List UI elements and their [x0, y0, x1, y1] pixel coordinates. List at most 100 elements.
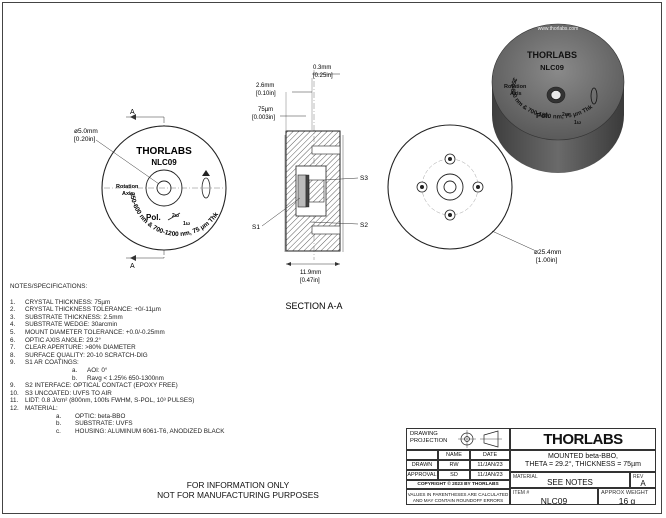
- back-screw-center-bottom: [448, 213, 452, 217]
- note-item: 5.MOUNT DIAMETER TOLERANCE: +0.0/-0.25mm: [10, 328, 165, 336]
- rev-label: REV: [633, 474, 644, 480]
- iso-rotation-label: Rotation: [504, 84, 527, 90]
- note-item: 8.SURFACE QUALITY: 20-10 SCRATCH-DIG: [10, 351, 148, 359]
- dim-119-mm: 11.9mm: [300, 270, 321, 276]
- dim-03-in: [0.25in]: [313, 73, 333, 79]
- dim-75-um: 75µm: [258, 107, 273, 113]
- front-brand-logo: THORLABS: [136, 146, 192, 157]
- rev-cell: REV A: [630, 472, 656, 488]
- section-title: SECTION A-A: [285, 301, 342, 311]
- col-name-header: NAME: [438, 450, 470, 460]
- dim-arrow-119-left: [286, 262, 291, 266]
- note-item: 3.SUBSTRATE THICKNESS: 2.5mm: [10, 313, 123, 321]
- note-subitem: a.OPTIC: beta-BBO: [56, 412, 126, 420]
- title-block: DRAWING PROJECTION THORLABS NAME DATE MO…: [406, 428, 656, 512]
- dim-75-in: [0.003in]: [252, 115, 275, 121]
- crystal-layer: [305, 174, 310, 208]
- note-item: 11.LIDT: 0.8 J/cm² (800nm, 100fs FWHM, S…: [10, 397, 195, 405]
- iso-pol-2w: 2ω: [562, 112, 570, 118]
- material-label: MATERIAL: [513, 474, 538, 480]
- values-note: VALUES IN PARENTHESES ARE CALCULATED AND…: [406, 489, 510, 505]
- iso-part-label: NLC09: [540, 63, 564, 72]
- values-note-line-2: AND MAY CONTAIN ROUNDOFF ERRORS: [412, 497, 504, 503]
- note-item: 10.S3 UNCOATED: UVFS TO AIR: [10, 389, 112, 397]
- dim-03-mm: 0.3mm: [313, 65, 331, 71]
- sheet-border: [2, 2, 662, 514]
- approval-name: SD: [438, 470, 470, 480]
- note-item: 1.CRYSTAL THICKNESS: 75µm: [10, 298, 111, 306]
- leader-s3: [323, 177, 359, 181]
- weight-value: 16 g: [618, 496, 636, 505]
- section-arrow-bottom: [130, 255, 136, 261]
- dim-119-in: [0.47in]: [300, 278, 320, 284]
- description-line-2: THETA = 29.2°, THICKNESS = 75µm: [525, 461, 641, 468]
- rotation-arrowhead-icon: [202, 170, 210, 176]
- back-screw-center-left: [420, 185, 424, 189]
- leader-s1: [261, 197, 301, 227]
- weight-label: APPROX WEIGHT: [601, 490, 649, 496]
- disclaimer: FOR INFORMATION ONLY NOT FOR MANUFACTURI…: [118, 480, 358, 500]
- iso-face: [491, 23, 625, 141]
- notes-header: NOTES/SPECIFICATIONS:: [10, 283, 88, 290]
- iso-url: www.thorlabs.com: [538, 26, 579, 32]
- retaining-ring: [308, 179, 325, 203]
- material-cell: MATERIAL SEE NOTES: [510, 472, 630, 488]
- note-item: 7.CLEAR APERTURE: >80% DIAMETER: [10, 344, 136, 352]
- front-pol-2w: 2ω: [172, 213, 180, 219]
- item-value: NLC09: [540, 496, 568, 505]
- copyright: COPYRIGHT © 2023 BY THORLABS: [406, 480, 510, 489]
- substrate-window: [297, 174, 307, 208]
- values-note-line-1: VALUES IN PARENTHESES ARE CALCULATED: [407, 492, 509, 497]
- note-subitem: a.AOI: 0°: [72, 366, 108, 374]
- back-diameter-in: [1.00in]: [536, 257, 558, 264]
- section-marker-top: A: [130, 109, 135, 116]
- item-label: ITEM #: [513, 490, 530, 496]
- iso-pol-1w: 1ω: [574, 120, 582, 126]
- back-diameter-mm: ø25.4mm: [534, 249, 561, 256]
- front-view: A A ø5.0mm [0.20in] THORLABS NLC09 Rotat…: [74, 109, 227, 270]
- back-aperture: [443, 180, 457, 194]
- note-subitem: b.SUBSTRATE: UVFS: [56, 420, 133, 428]
- note-item: 9.S1 AR COATINGS:: [10, 359, 79, 367]
- drawn-label: DRAWN: [406, 460, 438, 470]
- iso-pol-label: Pol.: [536, 111, 550, 120]
- screw-bottom: [311, 225, 341, 235]
- label-s2: S2: [360, 222, 368, 229]
- iso-view: www.thorlabs.com THORLABS NLC09 Rotation…: [491, 23, 625, 173]
- front-diameter-mm: ø5.0mm: [74, 128, 98, 135]
- note-subitem: c.HOUSING: ALUMINUM 6061-T6, ANODIZED BL…: [56, 427, 225, 435]
- item-cell: ITEM # NLC09: [510, 488, 598, 505]
- dim-26-mm: 2.6mm: [256, 83, 274, 89]
- note-item: 6.OPTIC AXIS ANGLE: 29.2°: [10, 336, 102, 344]
- col-date-header: DATE: [470, 450, 510, 460]
- section-view: 0.3mm [0.25in] 2.6mm [0.10in] 75µm [0.00…: [252, 65, 368, 311]
- material-value: SEE NOTES: [547, 478, 593, 487]
- screw-top: [311, 145, 341, 155]
- approval-date: 11/JAN/23: [470, 470, 510, 480]
- note-item: 2.CRYSTAL THICKNESS TOLERANCE: +0/-11µm: [10, 306, 161, 314]
- front-part-label: NLC09: [151, 158, 177, 167]
- iso-aperture: [550, 90, 562, 100]
- front-rotation-label: Rotation: [116, 184, 139, 190]
- note-item: 12.MATERIAL:: [10, 404, 58, 412]
- back-diameter-leader: [491, 230, 537, 252]
- dim-26-in: [0.10in]: [256, 91, 276, 97]
- front-pol-label: Pol.: [146, 213, 161, 222]
- front-pol-arrow: [167, 212, 181, 221]
- drawn-name: RW: [438, 460, 470, 470]
- tb-corner-cell: [406, 450, 438, 460]
- projection-symbol: [458, 430, 502, 448]
- dim-arrow-119-right: [335, 262, 340, 266]
- note-subitem: b.Ravg < 1.25% 650-1300nm: [72, 374, 164, 382]
- iso-rotation-icon: [590, 87, 598, 105]
- projection-cone-icon: [483, 430, 499, 448]
- drawing-projection-label: DRAWING PROJECTION: [410, 431, 448, 444]
- drawing-projection-cell: DRAWING PROJECTION: [406, 428, 510, 450]
- label-s3: S3: [360, 175, 368, 182]
- back-screw-center-top: [448, 157, 452, 161]
- notes-specifications: NOTES/SPECIFICATIONS: 1.CRYSTAL THICKNES…: [10, 283, 390, 435]
- back-screw-center-right: [476, 185, 480, 189]
- front-pol-1w: 1ω: [183, 221, 191, 227]
- diameter-leader: [95, 139, 160, 185]
